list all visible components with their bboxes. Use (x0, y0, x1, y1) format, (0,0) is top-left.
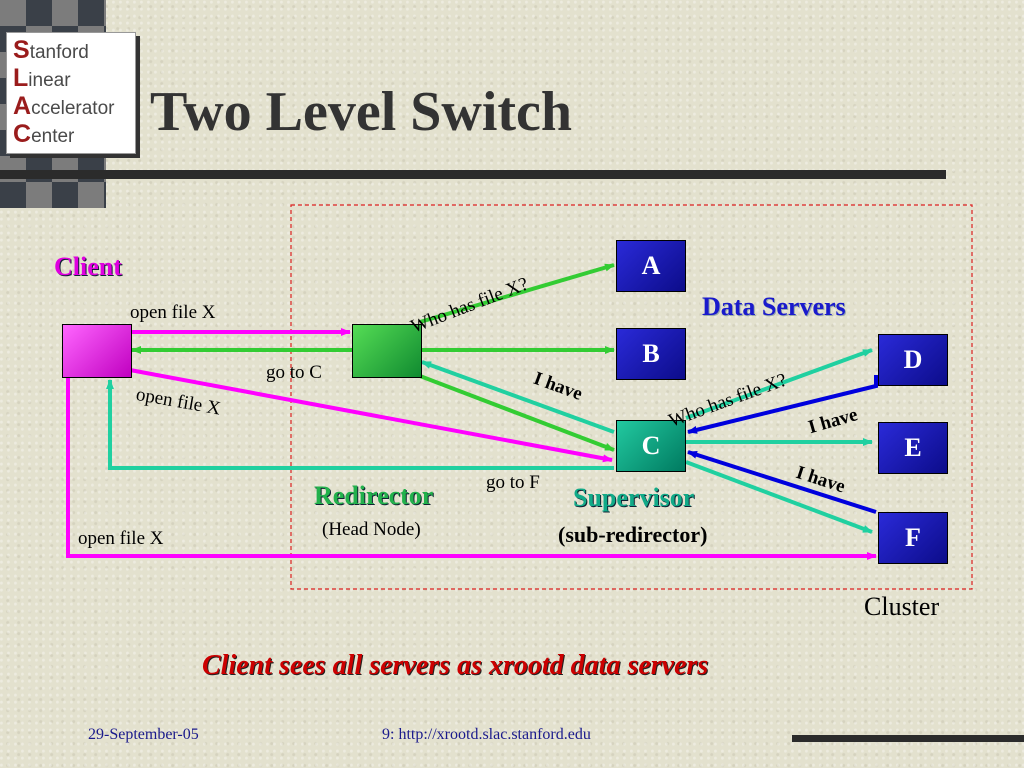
server-d-label: D (903, 345, 923, 374)
edge-label-open-file-1: open file X (130, 302, 216, 323)
arrow-c-to-redirector (421, 360, 615, 434)
slide-title: Two Level Switch (150, 81, 573, 143)
cluster-label: Cluster (864, 592, 940, 621)
redirector-node (352, 324, 422, 378)
redirector-sub-label: (Head Node) (322, 519, 421, 540)
logo-line-2: Linear (13, 64, 71, 92)
footer-date: 29-September-05 (88, 726, 199, 743)
server-a-label: A (641, 251, 661, 280)
server-f: F (878, 512, 948, 564)
arrow-c-to-d (685, 348, 873, 420)
supervisor-node-c: C (616, 420, 686, 472)
server-a: A (616, 240, 686, 292)
arrow-client-to-c (129, 368, 613, 463)
caption: Client sees all servers as xrootd data s… (202, 650, 709, 681)
edge-label-open-file-3: open file X (78, 528, 164, 549)
supervisor-sub-label: (sub-redirector) (558, 522, 708, 547)
edge-label-go-to-c: go to C (266, 362, 322, 383)
slac-logo: Stanford Linear Accelerator Center (6, 32, 136, 154)
server-b-label: B (642, 339, 660, 368)
client-label: Client (54, 252, 122, 281)
server-c-label: C (641, 431, 661, 460)
server-d: D (878, 334, 948, 386)
arrow-redirector-to-a (419, 263, 615, 324)
arrow-redirector-to-c (419, 374, 615, 452)
logo-line-1: Stanford (13, 36, 89, 64)
arrow-d-to-c (687, 375, 878, 434)
edge-label-go-to-f: go to F (486, 472, 540, 493)
arrow-client-to-f (66, 376, 877, 560)
data-servers-label: Data Servers (702, 292, 846, 321)
server-e-label: E (904, 433, 922, 462)
server-f-label: F (905, 523, 921, 552)
arrow-c-to-client (106, 379, 614, 470)
server-b: B (616, 328, 686, 380)
title-rule (0, 170, 946, 179)
redirector-label: Redirector (314, 481, 434, 510)
arrow-c-to-f (685, 460, 873, 534)
logo-line-4: Center (13, 120, 75, 148)
supervisor-label: Supervisor (573, 483, 695, 512)
client-node (62, 324, 132, 378)
arrow-f-to-c (687, 450, 877, 514)
footer-url: 9: http://xrootd.slac.stanford.edu (382, 726, 591, 743)
logo-line-3: Accelerator (13, 92, 115, 120)
footer-rule (792, 735, 1024, 742)
server-e: E (878, 422, 948, 474)
